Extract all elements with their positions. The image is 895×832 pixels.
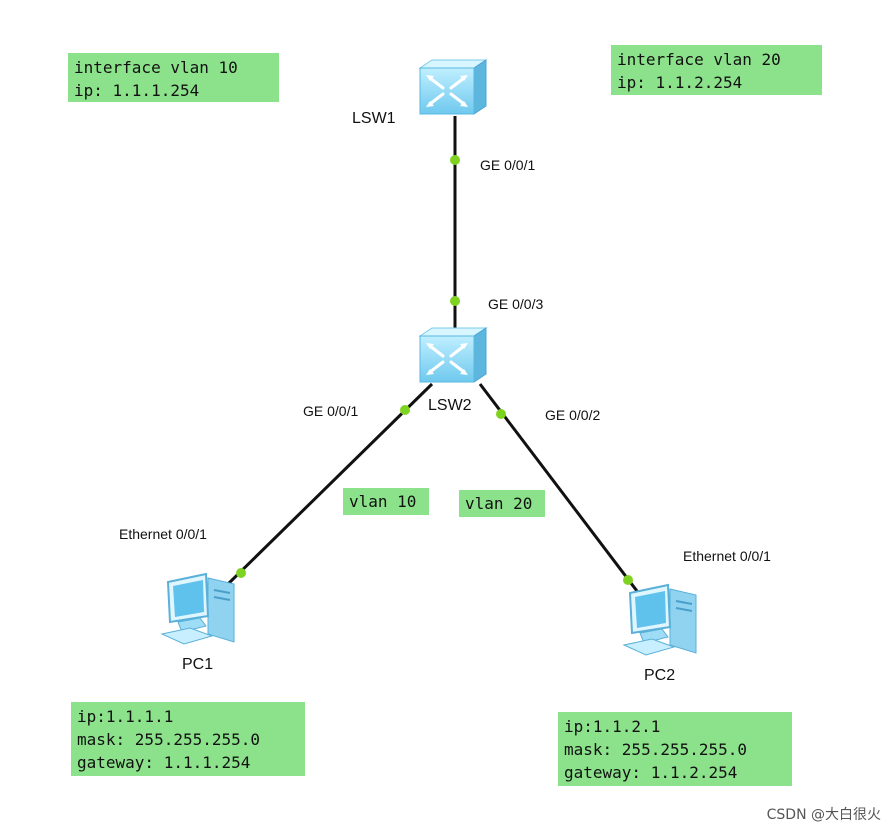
- note-vlan20: vlan 20: [459, 490, 545, 517]
- note-line: interface vlan 10: [74, 58, 238, 77]
- device-label-lsw2: LSW2: [428, 397, 472, 414]
- note-vlan10: vlan 10: [343, 488, 429, 515]
- note-line: ip: 1.1.1.254: [74, 81, 200, 100]
- port-label-pc2-eth001: Ethernet 0/0/1: [683, 548, 771, 564]
- port-label-lsw2-ge002: GE 0/0/2: [545, 407, 601, 423]
- note-line: ip:1.1.2.1: [564, 717, 661, 736]
- note-lsw1-vlanif10: interface vlan 10 ip: 1.1.1.254: [68, 53, 279, 102]
- link-lsw2-pc2: [478, 383, 642, 596]
- note-line: mask: 255.255.255.0: [77, 730, 261, 749]
- port-label-pc1-eth001: Ethernet 0/0/1: [119, 526, 207, 542]
- device-label-pc2: PC2: [644, 667, 676, 684]
- note-line: mask: 255.255.255.0: [564, 740, 748, 759]
- note-line: ip:1.1.1.1: [77, 707, 174, 726]
- port-dot-lsw2-ge003[interactable]: [450, 296, 460, 306]
- port-label-lsw1-ge001: GE 0/0/1: [480, 157, 536, 173]
- layer3-switch-icon[interactable]: [418, 326, 488, 384]
- port-label-lsw2-ge001: GE 0/0/1: [303, 403, 359, 419]
- note-line: ip: 1.1.2.254: [617, 73, 743, 92]
- port-dot-lsw2-ge002[interactable]: [496, 409, 506, 419]
- pc-icon[interactable]: [622, 583, 702, 659]
- note-line: gateway: 1.1.1.254: [77, 753, 251, 772]
- note-line: gateway: 1.1.2.254: [564, 763, 738, 782]
- port-label-lsw2-ge003: GE 0/0/3: [488, 296, 544, 312]
- note-line: interface vlan 20: [617, 50, 781, 69]
- watermark: CSDN @大白很火: [766, 807, 881, 823]
- pc-icon[interactable]: [160, 572, 240, 648]
- note-pc1-config: ip:1.1.1.1 mask: 255.255.255.0 gateway: 1.…: [71, 702, 305, 776]
- link-lsw2-pc1: [225, 382, 434, 587]
- note-lsw1-vlanif20: interface vlan 20 ip: 1.1.2.254: [611, 45, 822, 95]
- device-label-lsw1: LSW1: [352, 110, 396, 127]
- port-dot-lsw1-ge001[interactable]: [450, 155, 460, 165]
- port-dot-pc2-eth001[interactable]: [623, 575, 633, 585]
- port-dot-pc1-eth001[interactable]: [236, 568, 246, 578]
- note-pc2-config: ip:1.1.2.1 mask: 255.255.255.0 gateway: 1.…: [558, 712, 792, 786]
- port-dot-lsw2-ge001[interactable]: [400, 405, 410, 415]
- device-label-pc1: PC1: [182, 656, 214, 673]
- layer3-switch-icon[interactable]: [418, 58, 488, 116]
